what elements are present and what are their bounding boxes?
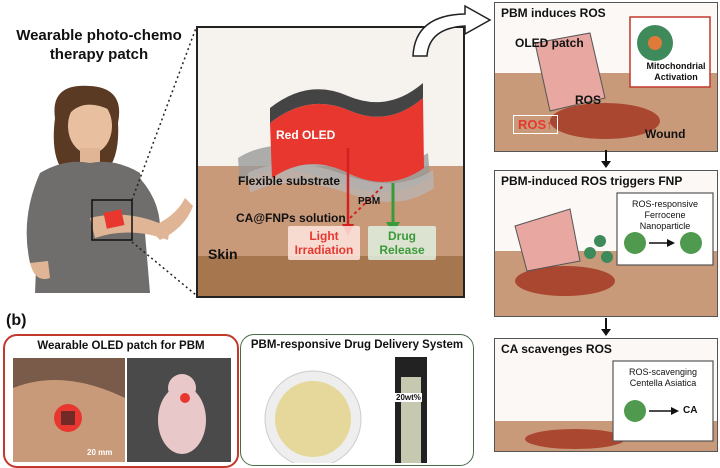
hand-photo (13, 358, 125, 462)
pbm-label: PBM (358, 196, 381, 207)
step3-inset-line1: ROS-scavenging (628, 367, 698, 377)
drug-release-label: Drug Release (368, 226, 436, 260)
ros-up-label: ROS↑ (513, 115, 558, 134)
left-panel-title: Wearable OLED patch for PBM (37, 340, 205, 352)
step2-inset-line1: ROS-responsive (631, 199, 699, 209)
vial-photo (395, 357, 427, 463)
ros-label: ROS (575, 93, 602, 107)
oled-patch-label: OLED patch (515, 36, 584, 50)
right-panel-title: PBM-responsive Drug Delivery System (250, 339, 464, 351)
powder-dish-photo (264, 370, 362, 463)
panel-b-label: (b) (6, 312, 27, 329)
main-title: Wearable photo-chemo therapy patch (16, 27, 182, 63)
ca-label: CA (683, 405, 698, 416)
curved-arrow (412, 4, 492, 57)
woman-illustration (26, 85, 193, 293)
light-irradiation-label: Light Irradiation (288, 226, 360, 260)
wound-label: Wound (645, 127, 686, 141)
red-oled-label: Red OLED (276, 128, 336, 142)
ca-fnps-label: CA@FNPs solution (236, 211, 346, 225)
down-arrow-2 (601, 318, 611, 336)
step2-inset-line2: Ferrocene Nanoparticle (639, 210, 691, 231)
step1-panel: PBM induces ROS OLED patch Mitochondrial… (494, 2, 718, 152)
step3-inset-text: ROS-scavenging Centella Asiatica (615, 367, 711, 389)
step2-panel: PBM-induced ROS triggers FNP ROS-respons… (494, 170, 718, 317)
step2-title: PBM-induced ROS triggers FNP (501, 174, 683, 188)
step1-title: PBM induces ROS (501, 6, 606, 20)
mitochondrial-label: Mitochondrial Activation (646, 61, 706, 82)
step2-inset-text: ROS-responsive Ferrocene Nanoparticle (619, 199, 711, 232)
skin-label: Skin (208, 246, 238, 262)
zoom-artwork (198, 28, 463, 296)
step3-inset-line2: Centella Asiatica (629, 378, 697, 388)
step3-artwork (495, 360, 717, 451)
step3-panel: CA scavenges ROS ROS-scavenging Centella… (494, 338, 718, 452)
down-arrow-1 (601, 150, 611, 168)
scale-bar-label: 20 mm (87, 448, 113, 457)
step3-title: CA scavenges ROS (501, 342, 612, 356)
step2-artwork (495, 192, 717, 316)
drug-delivery-panel: PBM-responsive Drug Delivery System 20wt… (240, 334, 474, 466)
step1-artwork (495, 16, 717, 151)
vial-label: 20wt% (395, 393, 422, 402)
zoom-panel: Red OLED Flexible substrate CA@FNPs solu… (196, 26, 465, 298)
mouse-photo (127, 358, 231, 462)
zoom-lines (131, 27, 197, 296)
oled-patch-photo-panel: Wearable OLED patch for PBM 20 mm (3, 334, 239, 468)
flexible-substrate-label: Flexible substrate (238, 174, 341, 188)
